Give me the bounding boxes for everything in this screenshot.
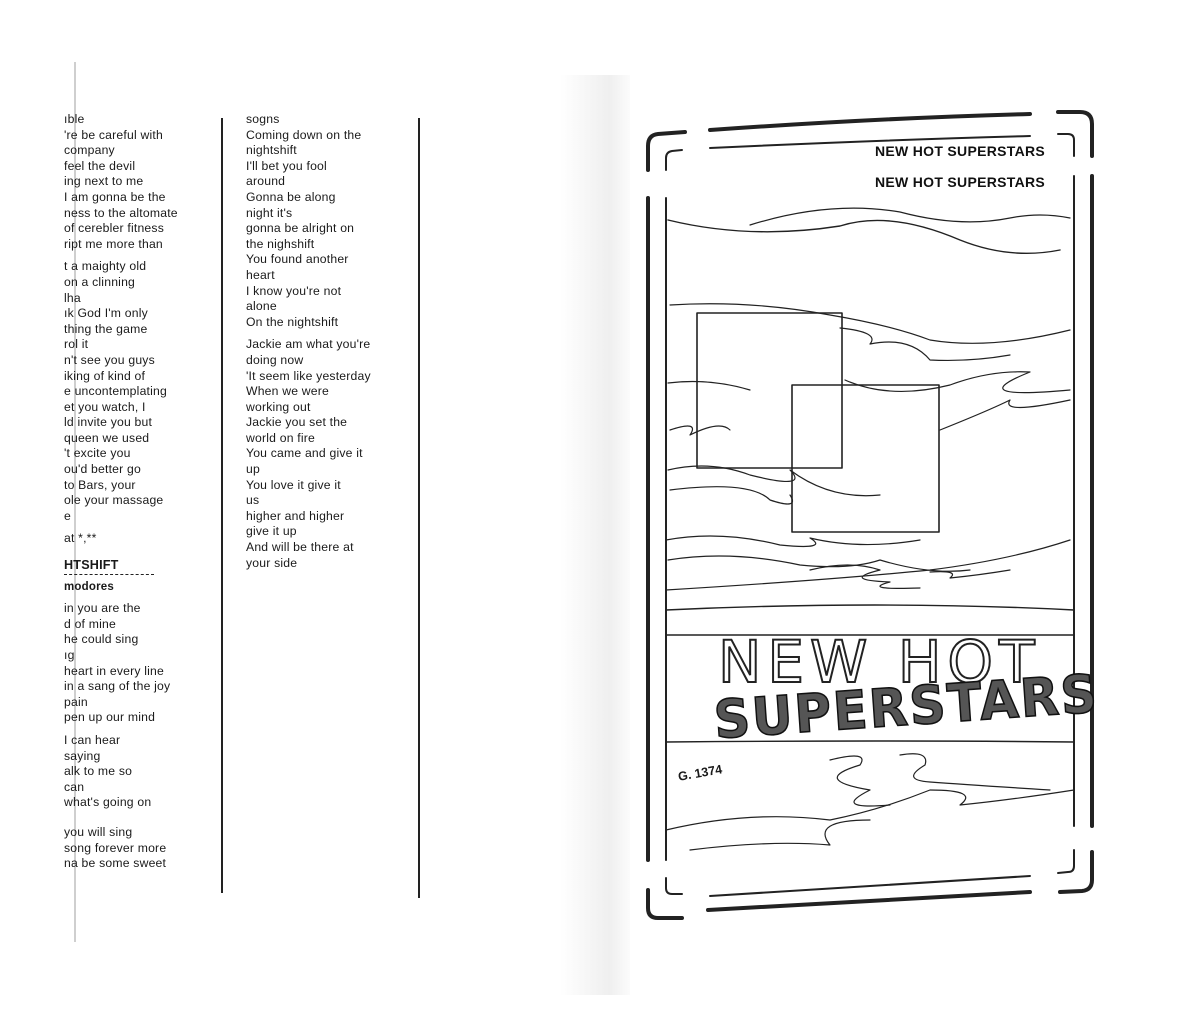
lyric-line: On the nightshift (246, 314, 339, 329)
lyric-line: pen up our mind (64, 710, 156, 725)
lyric-line: I'll bet you fool (246, 158, 327, 173)
lyric-line: ou'd better go (64, 462, 141, 477)
column-divider-1 (221, 118, 223, 893)
frame-corner-br (1058, 850, 1094, 894)
lyric-line: ld invite you but (64, 415, 153, 430)
lyric-line: on a clinning (64, 274, 136, 289)
lyric-line: And will be there at (246, 540, 354, 555)
lyric-line: alk to me so (64, 764, 133, 779)
lyric-line: to Bars, your (64, 477, 136, 492)
lyric-line: heart (246, 267, 275, 282)
lyric-line: Coming down on the (246, 127, 362, 142)
lyric-line: ness to the altomate (64, 205, 178, 220)
song-artist: modores (64, 580, 114, 593)
lyric-line: ript me more than (64, 236, 163, 251)
lyric-line: gonna be alright on (246, 221, 355, 236)
cover-header-line1: NEW HOT SUPERSTARS (875, 143, 1046, 159)
frame-corner-bl (646, 888, 684, 920)
lyric-line: You love it give it (246, 477, 341, 492)
lyric-line: song forever more (64, 840, 167, 855)
lyric-line: doing now (246, 352, 304, 367)
lyric-line: You came and give it (246, 446, 363, 461)
lyric-line: t a maighty old (64, 259, 147, 274)
lyric-line: around (246, 174, 286, 189)
lyric-line: can (64, 779, 85, 794)
lyric-line: at *,** (64, 531, 97, 546)
lyric-line: n't see you guys (64, 352, 155, 367)
lyric-line: Gonna be along (246, 189, 336, 204)
lyric-line: 'It seem like yesterday (246, 368, 371, 383)
lyric-line: 't excite you (64, 446, 131, 461)
column-divider-2 (418, 118, 420, 898)
lyric-line: d of mine (64, 616, 116, 631)
lyric-line: in you are the (64, 601, 141, 616)
lyric-line: na be some sweet (64, 856, 167, 871)
lyric-line: working out (246, 399, 311, 414)
lyric-line: us (246, 493, 260, 508)
lyric-line: thing the game (64, 321, 148, 336)
lyric-line: Jackie am what you're (246, 337, 371, 352)
lyric-line: I know you're not (246, 283, 342, 298)
stanza-gap (64, 811, 214, 818)
cover-header-line2: NEW HOT SUPERSTARS (875, 174, 1046, 190)
lyric-line: your side (246, 555, 298, 570)
lyric-line: ık God I'm only (64, 306, 148, 321)
lyric-line: world on fire (246, 430, 315, 445)
lyric-line: you will sing (64, 824, 133, 839)
lyric-line: ıble (64, 112, 85, 126)
stanza-gap (246, 330, 411, 337)
scan-edge (74, 62, 76, 942)
lyric-line: iking of kind of (64, 368, 146, 383)
lyric-line: lha (64, 290, 81, 305)
stanza-gap (64, 252, 214, 259)
lyric-line: what's going on (64, 795, 152, 810)
lyric-line: up (246, 462, 260, 477)
lyric-line: e (64, 508, 71, 523)
lyric-line: Jackie you set the (246, 415, 348, 430)
lyric-line: queen we used (64, 430, 150, 445)
stanza-gap (64, 726, 214, 733)
frame-corner-tl (646, 130, 687, 172)
lyric-line: he could sing (64, 632, 139, 647)
lyric-line: of cerebler fitness (64, 221, 164, 236)
lyric-line: I am gonna be the (64, 189, 166, 204)
song-title: HTSHIFT (64, 558, 154, 575)
lyric-line: higher and higher (246, 508, 345, 523)
lyric-line: ıg (64, 648, 75, 662)
lyric-line: pain (64, 694, 88, 709)
stanza-gap (64, 547, 214, 554)
lyric-line: saying (64, 748, 101, 763)
lyric-line: give it up (246, 524, 297, 539)
lyric-line: rol it (64, 337, 89, 352)
lyric-line: e uncontemplating (64, 384, 168, 399)
lyric-line: I can hear (64, 732, 121, 747)
lyric-line: When we were (246, 384, 330, 399)
lyric-line: company (64, 143, 115, 158)
lyric-line: ing next to me (64, 174, 144, 189)
lyric-line: et you watch, I (64, 399, 146, 414)
stanza-gap (64, 524, 214, 531)
stanza-gap (64, 818, 214, 825)
lyric-line: night it's (246, 205, 293, 220)
lyric-line: heart in every line (64, 663, 164, 678)
lyric-line: You found another (246, 252, 349, 267)
square-left (696, 312, 843, 469)
logo-new-hot: NEW HOT (717, 627, 1041, 697)
lyric-line: feel the devil (64, 158, 136, 173)
lyric-line: ole your massage (64, 493, 164, 508)
lyric-line: the nighshift (246, 236, 315, 251)
lyric-line: nightshift (246, 143, 297, 158)
lyric-line: in a sang of the joy (64, 679, 171, 694)
frame-corner-tr (1056, 110, 1094, 158)
cassette-spine (560, 75, 630, 995)
lyric-line: sogns (246, 112, 280, 126)
lyric-line: alone (246, 299, 277, 314)
square-right (791, 384, 940, 533)
cover-artwork (646, 110, 1094, 920)
lyric-line: 're be careful with (64, 127, 163, 142)
